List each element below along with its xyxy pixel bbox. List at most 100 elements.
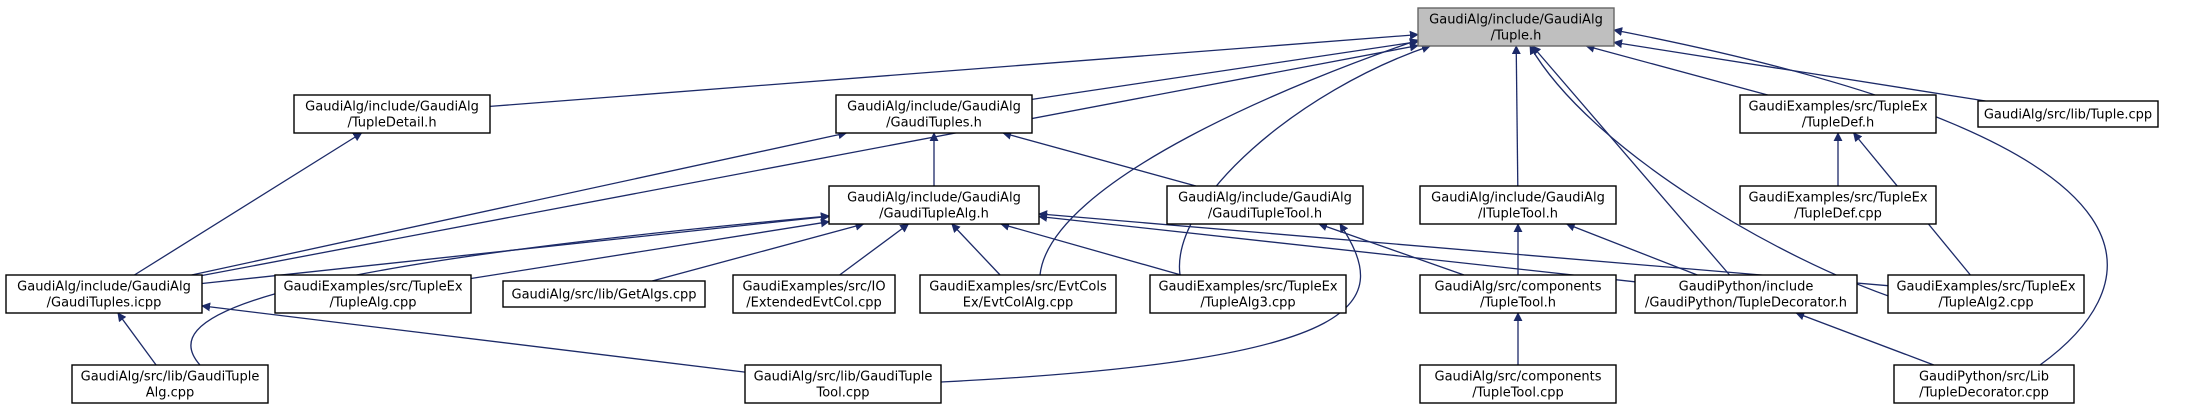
node-label-line: GaudiAlg/include/GaudiAlg: [17, 280, 191, 295]
edge-tuplealg3_cpp-to-tuple_h: [1178, 44, 1431, 276]
node-getalgs-cpp[interactable]: GaudiAlg/src/lib/GetAlgs.cpp: [502, 280, 706, 308]
node-tupledef-cpp[interactable]: GaudiExamples/src/TupleEx/TupleDef.cpp: [1739, 185, 1937, 225]
node-box[interactable]: [502, 280, 706, 308]
edge-tupledetail_h-to-tuple_h: [489, 30, 1419, 108]
node-box[interactable]: [71, 364, 269, 404]
node-label-line: GaudiAlg/src/components: [1435, 370, 1602, 385]
node-box[interactable]: [732, 274, 896, 314]
node-gaudituplealg-h[interactable]: GaudiAlg/include/GaudiAlg/GaudiTupleAlg.…: [828, 185, 1040, 225]
edge-extendedevtcol_cpp-to-gaudituplealg_h: [839, 223, 910, 276]
node-label-line: /TupleAlg.cpp: [330, 296, 417, 311]
node-box[interactable]: [1419, 364, 1617, 404]
edges-layer: [117, 27, 2108, 383]
node-label-line: GaudiAlg/include/GaudiAlg: [305, 100, 479, 115]
node-box[interactable]: [1419, 185, 1617, 225]
node-label-line: /TupleAlg3.cpp: [1200, 296, 1295, 311]
node-label-line: GaudiExamples/src/TupleEx: [1748, 100, 1927, 115]
node-box[interactable]: [1419, 274, 1617, 314]
node-tupledetail-h[interactable]: GaudiAlg/include/GaudiAlg/TupleDetail.h: [293, 94, 491, 134]
node-label-line: /GaudiTupleTool.h: [1208, 207, 1322, 222]
node-tuplealg3-cpp[interactable]: GaudiExamples/src/TupleEx/TupleAlg3.cpp: [1149, 274, 1347, 314]
node-label-line: GaudiAlg/src/components: [1435, 280, 1602, 295]
node-box[interactable]: [919, 274, 1117, 314]
node-gaudituples-icpp[interactable]: GaudiAlg/include/GaudiAlg/GaudiTuples.ic…: [5, 274, 203, 314]
edge-tupledecorator_h-to-tuple_h: [1531, 45, 1731, 276]
node-box[interactable]: [1634, 274, 1858, 314]
node-tuple-h[interactable]: GaudiAlg/include/GaudiAlg/Tuple.h: [1417, 7, 1615, 47]
node-label-line: /GaudiTuples.icpp: [47, 296, 162, 311]
node-box[interactable]: [293, 94, 491, 134]
node-box[interactable]: [1887, 274, 2085, 314]
nodes-layer: GaudiAlg/include/GaudiAlg/Tuple.hGaudiAl…: [5, 7, 2159, 404]
edge-getalgs_cpp-to-gaudituplealg_h: [652, 221, 865, 282]
node-box[interactable]: [744, 364, 942, 404]
node-box[interactable]: [828, 185, 1040, 225]
node-label-line: GaudiExamples/src/IO: [742, 280, 885, 295]
node-gauditupletool-cpp[interactable]: GaudiAlg/src/lib/GaudiTupleTool.cpp: [744, 364, 942, 404]
edge-gauditupletool_cpp-to-gaudituples_icpp: [201, 302, 746, 373]
edge-tupledecorator_h-to-gaudituplealg_h: [1038, 212, 1636, 283]
node-label-line: /GaudiPython/TupleDecorator.h: [1645, 296, 1847, 311]
node-label-line: /ExtendedEvtCol.cpp: [746, 296, 882, 311]
node-gaudituples-h[interactable]: GaudiAlg/include/GaudiAlg/GaudiTuples.h: [835, 94, 1033, 134]
node-lib-tuple-cpp[interactable]: GaudiAlg/src/lib/Tuple.cpp: [1977, 100, 2159, 128]
node-label-line: /TupleDef.cpp: [1794, 207, 1882, 222]
edge-ituplestool_h-to-tuple_h: [1511, 45, 1521, 187]
node-box[interactable]: [1166, 185, 1364, 225]
node-label-line: GaudiAlg/src/lib/GaudiTuple: [81, 370, 260, 385]
node-box[interactable]: [835, 94, 1033, 134]
node-label-line: GaudiAlg/include/GaudiAlg: [1429, 13, 1603, 28]
node-label-line: /TupleTool.cpp: [1472, 386, 1563, 401]
node-label-line: /GaudiTuples.h: [886, 116, 982, 131]
node-box[interactable]: [1893, 364, 2075, 404]
node-evtcolalg-cpp[interactable]: GaudiExamples/src/EvtColsEx/EvtColAlg.cp…: [919, 274, 1117, 314]
edge-evtcolalg_cpp-to-tuple_h: [1039, 38, 1419, 276]
node-box[interactable]: [1739, 94, 1937, 134]
edge-tuplealg2_cpp-to-gaudituplealg_h: [1038, 210, 1889, 287]
edge-gaudituples_icpp-to-tupledetail_h: [134, 132, 363, 276]
node-label-line: GaudiAlg/include/GaudiAlg: [1178, 191, 1352, 206]
node-box[interactable]: [274, 274, 472, 314]
node-tupledecorator-cpp[interactable]: GaudiPython/src/Lib/TupleDecorator.cpp: [1893, 364, 2075, 404]
edge-evtcolalg_cpp-to-gaudituplealg_h: [951, 223, 1001, 276]
node-components-tupletool-h[interactable]: GaudiAlg/src/components/TupleTool.h: [1419, 274, 1617, 314]
node-label-line: GaudiExamples/src/TupleEx: [1748, 191, 1927, 206]
node-label-line: GaudiAlg/src/lib/GetAlgs.cpp: [512, 288, 697, 303]
node-extendedevtcol-cpp[interactable]: GaudiExamples/src/IO/ExtendedEvtCol.cpp: [732, 274, 896, 314]
node-ituplestool-h[interactable]: GaudiAlg/include/GaudiAlg/ITupleTool.h: [1419, 185, 1617, 225]
node-box[interactable]: [1977, 100, 2159, 128]
node-label-line: Tool.cpp: [815, 386, 869, 401]
node-label-line: GaudiAlg/include/GaudiAlg: [847, 100, 1021, 115]
node-label-line: /GaudiTupleAlg.h: [879, 207, 989, 222]
edge-tupledecorator_cpp-to-tupledecorator_h: [1795, 311, 1935, 366]
node-tupledef-h[interactable]: GaudiExamples/src/TupleEx/TupleDef.h: [1739, 94, 1937, 134]
node-gaudituplestool-h[interactable]: GaudiAlg/include/GaudiAlg/GaudiTupleTool…: [1166, 185, 1364, 225]
node-box[interactable]: [1417, 7, 1615, 47]
edge-gaudituples_icpp-to-gaudituples_h: [191, 130, 848, 276]
node-components-tupletool-cpp[interactable]: GaudiAlg/src/components/TupleTool.cpp: [1419, 364, 1617, 404]
node-label-line: /TupleTool.h: [1480, 296, 1556, 311]
node-label-line: GaudiExamples/src/TupleEx: [1158, 280, 1337, 295]
edge-gauditupletool_h-to-gaudituples_h: [1002, 130, 1197, 187]
edge-gaudituples_icpp-to-tuple_h: [201, 42, 1419, 277]
edge-tuplealg_cpp-to-gaudituplealg_h: [470, 218, 830, 280]
node-label-line: Alg.cpp: [146, 386, 195, 401]
edge-tupledef_h-to-tuple_h: [1585, 43, 1768, 96]
node-label-line: GaudiAlg/src/lib/Tuple.cpp: [1984, 108, 2152, 123]
edge-gauditupletool_cpp-to-gauditupletool_h: [940, 223, 1362, 383]
node-gaudituplealg-cpp[interactable]: GaudiAlg/src/lib/GaudiTupleAlg.cpp: [71, 364, 269, 404]
edge-tuplealg3_cpp-to-gaudituplealg_h: [1000, 221, 1182, 276]
edge-tuplealg2_cpp-to-tuple_h: [1529, 45, 1901, 301]
node-tupledecorator-h[interactable]: GaudiPython/include/GaudiPython/TupleDec…: [1634, 274, 1858, 314]
node-label-line: GaudiExamples/src/TupleEx: [1896, 280, 2075, 295]
node-box[interactable]: [1739, 185, 1937, 225]
node-box[interactable]: [5, 274, 203, 314]
node-label-line: /TupleDetail.h: [347, 116, 436, 131]
node-label-line: GaudiAlg/src/lib/GaudiTuple: [754, 370, 933, 385]
node-tuplealg2-cpp[interactable]: GaudiExamples/src/TupleEx/TupleAlg2.cpp: [1887, 274, 2085, 314]
node-label-line: /TupleDecorator.cpp: [1919, 386, 2049, 401]
node-box[interactable]: [1149, 274, 1347, 314]
node-tuplealg-cpp[interactable]: GaudiExamples/src/TupleEx/TupleAlg.cpp: [274, 274, 472, 314]
node-label-line: GaudiPython/src/Lib: [1919, 370, 2049, 385]
